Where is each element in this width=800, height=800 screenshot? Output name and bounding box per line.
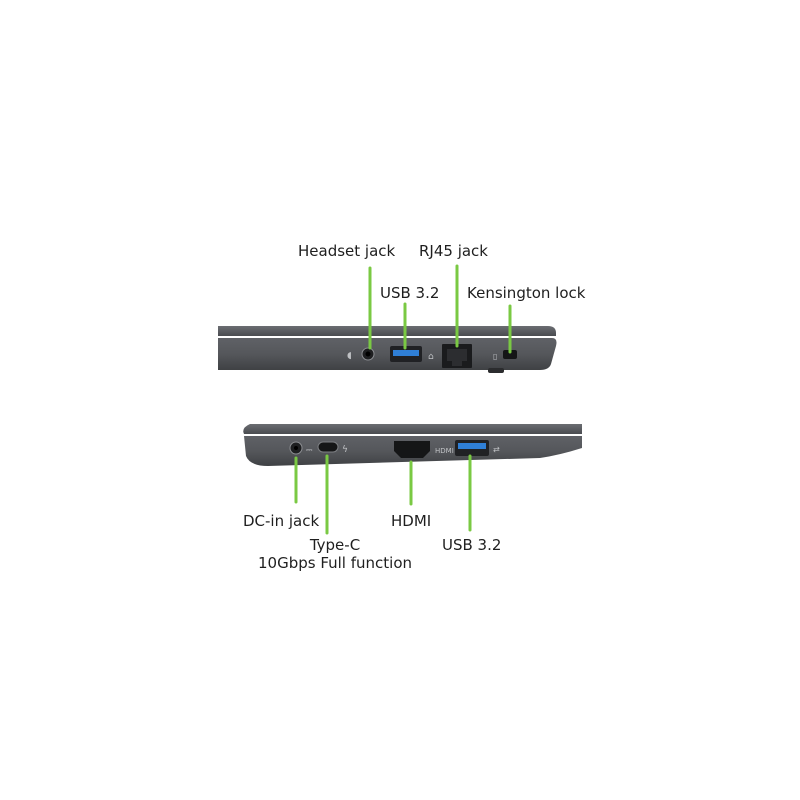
svg-text:HDMI: HDMI — [435, 447, 454, 455]
usb-c-icon: ϟ — [317, 441, 348, 455]
dc-in-jack-label: DC-in jack — [243, 512, 320, 530]
usb-right-label: USB 3.2 — [380, 284, 440, 302]
lid-edge — [218, 326, 556, 336]
dc-icon: ⎓ — [289, 441, 313, 455]
typec-label-line2: 10Gbps Full function — [257, 554, 413, 572]
laptop-right-side: ◖ ⌂ ▯ — [218, 326, 557, 373]
lock-icon: ▯ — [493, 350, 517, 361]
rubber-foot — [488, 368, 504, 373]
usb-icon — [390, 346, 422, 362]
usb-icon: ⇄ — [455, 440, 500, 456]
svg-text:ϟ: ϟ — [342, 445, 348, 455]
laptop-left-side: ⎓ ϟ HDMI ⇄ — [243, 424, 582, 466]
headset-icon: ◖ — [347, 347, 375, 361]
ethernet-icon: ⌂ — [428, 344, 472, 368]
svg-text:◖: ◖ — [347, 351, 352, 361]
lid-edge-left — [243, 424, 582, 434]
svg-text:⌂: ⌂ — [428, 352, 434, 362]
kensington-lock-label: Kensington lock — [467, 284, 586, 302]
svg-text:⇄: ⇄ — [493, 445, 500, 454]
svg-text:▯: ▯ — [493, 352, 497, 361]
rj45-jack-label: RJ45 jack — [419, 242, 488, 260]
hdmi-label: HDMI — [391, 512, 432, 530]
usb-left-label: USB 3.2 — [442, 536, 502, 554]
svg-text:⎓: ⎓ — [306, 445, 313, 454]
typec-label-line1: Type-C — [309, 536, 361, 554]
hdmi-icon: HDMI — [394, 441, 454, 458]
headset-jack-label: Headset jack — [298, 242, 396, 260]
